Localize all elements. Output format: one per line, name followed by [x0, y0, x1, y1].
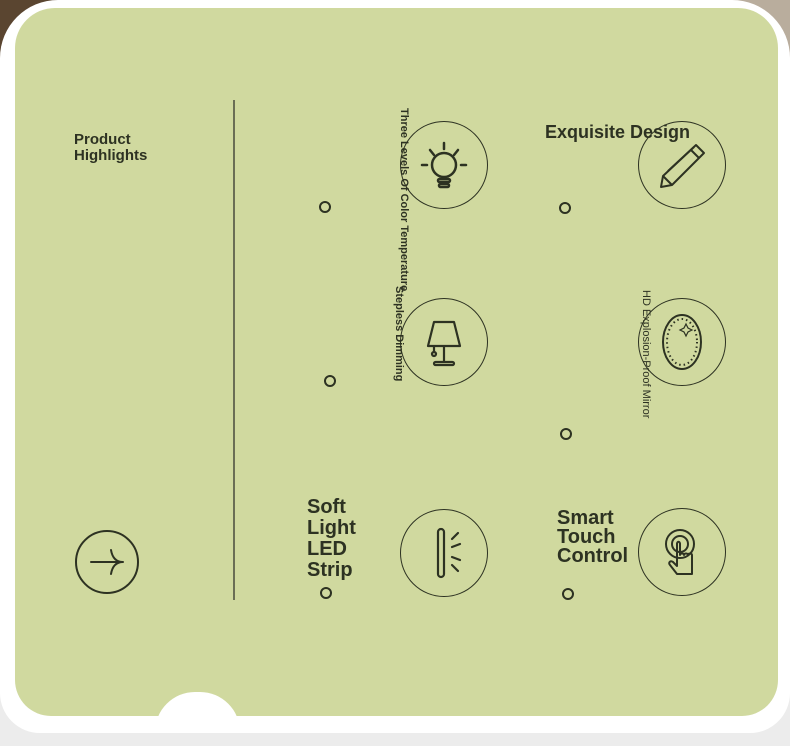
table-lamp-icon: [426, 320, 462, 367]
mirror-icon: [662, 314, 702, 370]
feature-label: Stepless Dimming: [393, 286, 405, 382]
hotspot-dot[interactable]: [559, 202, 571, 214]
next-button[interactable]: [75, 530, 139, 594]
feature-label: Three Levels Of Color Temperature: [398, 108, 410, 292]
feature-label: HD Explosion-Proof Mirror: [640, 290, 652, 419]
pencil-icon: [660, 144, 705, 188]
section-title: Product Highlights: [74, 131, 148, 164]
hotspot-dot[interactable]: [562, 588, 574, 600]
divider: [233, 100, 235, 600]
feature-icon-circle: [400, 298, 488, 386]
hotspot-dot[interactable]: [560, 428, 572, 440]
feature-label: Smart Touch Control: [557, 507, 629, 567]
light-bulb-icon: [420, 141, 468, 189]
feature-icon-circle: [638, 298, 726, 386]
touch-hand-icon: [665, 529, 695, 575]
hotspot-dot[interactable]: [320, 587, 332, 599]
feature-icon-circle: [400, 121, 488, 209]
feature-icon-circle: [638, 508, 726, 596]
feature-icon-circle: [400, 509, 488, 597]
hotspot-dot[interactable]: [319, 201, 331, 213]
arrow-right-icon: [90, 549, 124, 575]
led-strip-icon: [436, 527, 462, 579]
feature-icon-circle: [638, 121, 726, 209]
feature-label: Soft Light LED Strip: [307, 496, 356, 581]
hotspot-dot[interactable]: [324, 375, 336, 387]
